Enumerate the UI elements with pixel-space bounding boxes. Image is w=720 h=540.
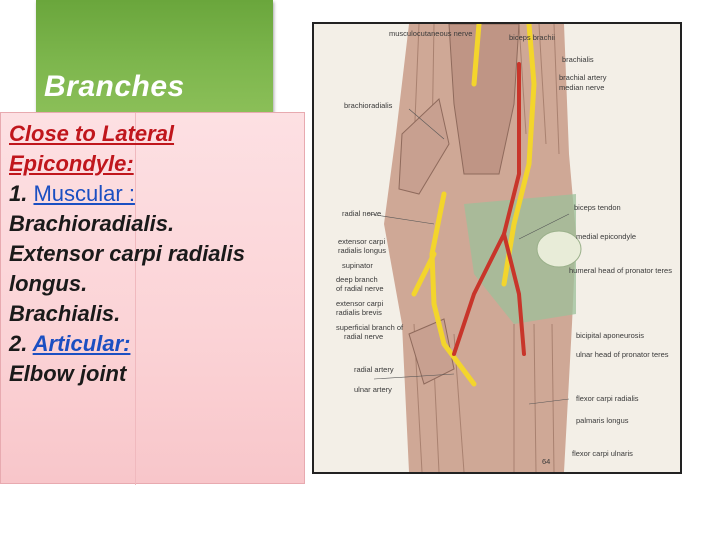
label-ecrb-1: extensor carpi xyxy=(336,299,383,308)
body-text: Close to Lateral Epicondyle: 1. Muscular… xyxy=(9,119,299,389)
item1-number: 1. xyxy=(9,181,34,206)
item2-number: 2. xyxy=(9,331,33,356)
muscular-link[interactable]: Muscular : xyxy=(33,181,135,206)
muscle-brachialis: Brachialis. xyxy=(9,301,121,326)
label-fcu: flexor carpi ulnaris xyxy=(572,449,633,458)
label-medial-epicondyle: medial epicondyle xyxy=(576,232,636,241)
nerves xyxy=(411,24,537,387)
label-brachialis: brachialis xyxy=(562,55,594,64)
label-deep-1: deep branch xyxy=(336,275,378,284)
median-nerve-line xyxy=(501,24,537,287)
figure-labels: musculocutaneous nerve biceps brachii br… xyxy=(336,29,672,466)
label-bicipital: bicipital aponeurosis xyxy=(576,331,644,340)
label-supinator: supinator xyxy=(342,261,373,270)
title-box: Branches xyxy=(36,0,273,113)
muscle-brachioradialis: Brachioradialis. xyxy=(9,211,175,236)
label-fcr: flexor carpi radialis xyxy=(576,394,639,403)
label-radial-artery: radial artery xyxy=(354,365,394,374)
heading-line-2: Epicondyle: xyxy=(9,151,134,176)
label-ecrl-2: radialis longus xyxy=(338,246,386,255)
label-ecrb-2: radialis brevis xyxy=(336,308,382,317)
brachioradialis-cut xyxy=(398,98,450,195)
slide-title: Branches xyxy=(44,70,185,103)
articular-elbow: Elbow joint xyxy=(9,361,127,386)
ulnar-artery-line xyxy=(502,232,526,356)
radial-nerve-line xyxy=(429,191,477,387)
label-brachioradialis: brachioradialis xyxy=(344,101,393,110)
arteries xyxy=(452,62,526,356)
aponeurosis-area xyxy=(464,194,576,324)
biceps-muscle xyxy=(448,24,520,175)
label-superficial-1: superficial branch of xyxy=(336,323,404,332)
label-radial-nerve: radial nerve xyxy=(342,209,381,218)
label-palmaris: palmaris longus xyxy=(576,416,629,425)
label-superficial-2: radial nerve xyxy=(344,332,383,341)
articular-link[interactable]: Articular: xyxy=(32,331,131,356)
text-panel: Close to Lateral Epicondyle: 1. Muscular… xyxy=(0,112,305,485)
label-biceps-brachii: biceps brachii xyxy=(509,33,555,42)
anatomy-illustration: musculocutaneous nerve biceps brachii br… xyxy=(336,24,672,472)
label-musculocutaneous: musculocutaneous nerve xyxy=(389,29,472,38)
label-biceps-tendon: biceps tendon xyxy=(574,203,621,212)
label-deep-2: of radial nerve xyxy=(336,284,384,293)
anatomy-figure: musculocutaneous nerve biceps brachii br… xyxy=(312,22,682,474)
label-ulnar-artery: ulnar artery xyxy=(354,385,392,394)
muscle-striations xyxy=(413,24,560,472)
medial-epicondyle-shape xyxy=(536,230,582,268)
label-humeral-head: humeral head of pronator teres xyxy=(569,266,672,275)
label-brachial-artery: brachial artery xyxy=(559,73,607,82)
musculocutaneous-nerve-line xyxy=(471,24,482,87)
label-ulnar-head: ulnar head of pronator teres xyxy=(576,350,669,359)
leader-lines xyxy=(368,108,570,405)
heading-line-1: Close to Lateral xyxy=(9,121,175,146)
muscle-ecrl: Extensor carpi radialis longus. xyxy=(9,241,245,296)
deep-branch-line xyxy=(411,251,437,297)
label-page-number: 64 xyxy=(542,457,550,466)
panel-divider xyxy=(135,113,136,485)
label-median-nerve: median nerve xyxy=(559,83,604,92)
label-ecrl-1: extensor carpi xyxy=(338,237,385,246)
